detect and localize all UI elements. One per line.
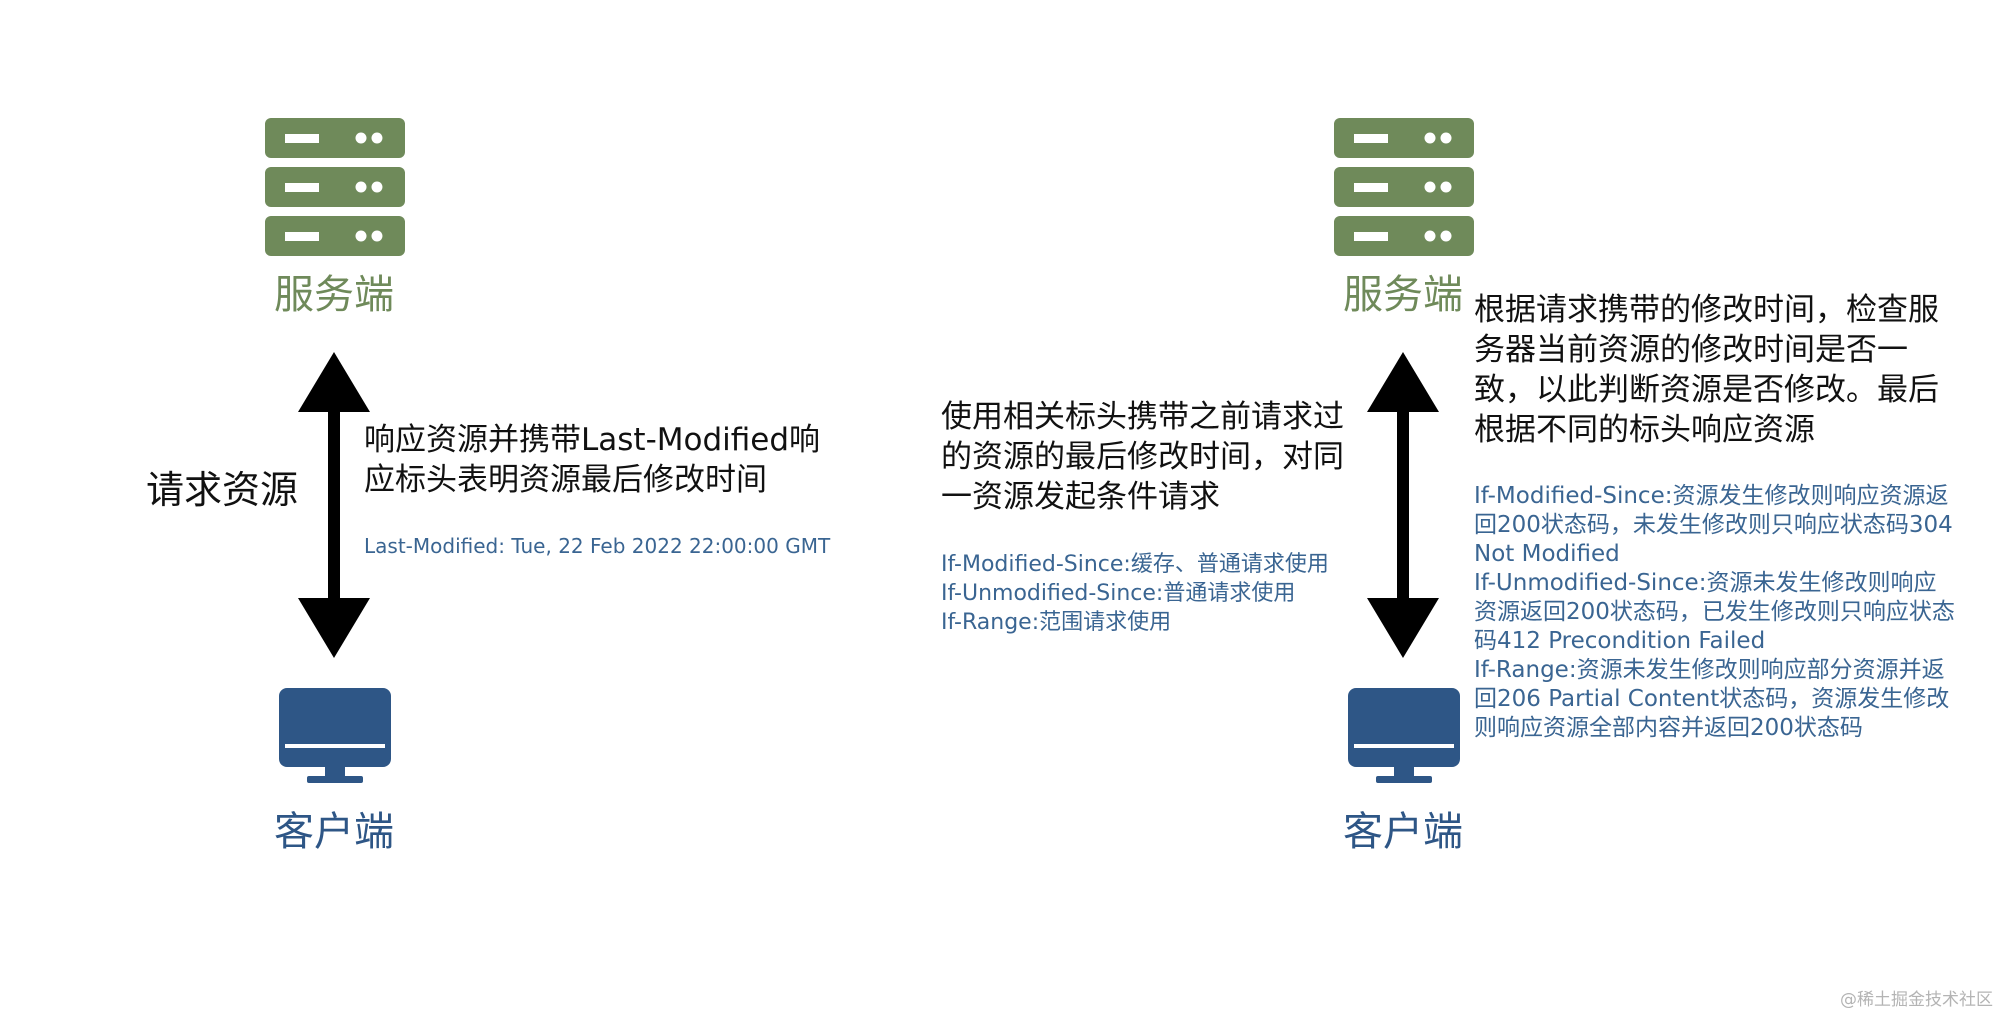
request-header-item: If-Unmodified-Since:普通请求使用: [941, 581, 1296, 606]
left-request-label: 请求资源: [146, 468, 299, 512]
left-server-label: 服务端: [274, 272, 394, 318]
right-server-icon: [1334, 118, 1474, 256]
right-client-label: 客户端: [1343, 809, 1463, 855]
left-server-icon: [265, 118, 405, 256]
right-server-label: 服务端: [1343, 272, 1463, 318]
watermark: @稀土掘金技术社区: [1840, 990, 1993, 1010]
left-client-label: 客户端: [274, 809, 394, 855]
left-double-arrow-icon: [298, 352, 370, 658]
left-header-example: Last-Modified: Tue, 22 Feb 2022 22:00:00…: [364, 534, 831, 558]
request-header-item: If-Modified-Since:缓存、普通请求使用: [941, 552, 1329, 577]
left-client-monitor-icon: [279, 688, 391, 788]
request-header-item: If-Range:范围请求使用: [941, 610, 1172, 635]
right-client-monitor-icon: [1348, 688, 1460, 788]
right-request-text: 使用相关标头携带之前请求过的资源的最后修改时间，对同一资源发起条件请求: [941, 399, 1344, 515]
left-response-text: 响应资源并携带Last-Modified响应标头表明资源最后修改时间: [364, 422, 821, 498]
right-request-headers: If-Modified-Since:缓存、普通请求使用 If-Unmodifie…: [941, 550, 1329, 637]
right-double-arrow-icon: [1367, 352, 1439, 658]
right-response-rules: If-Modified-Since:资源发生修改则响应资源返回200状态码，未发…: [1474, 483, 1955, 741]
right-server-text: 根据请求携带的修改时间，检查服务器当前资源的修改时间是否一致，以此判断资源是否修…: [1474, 292, 1939, 448]
